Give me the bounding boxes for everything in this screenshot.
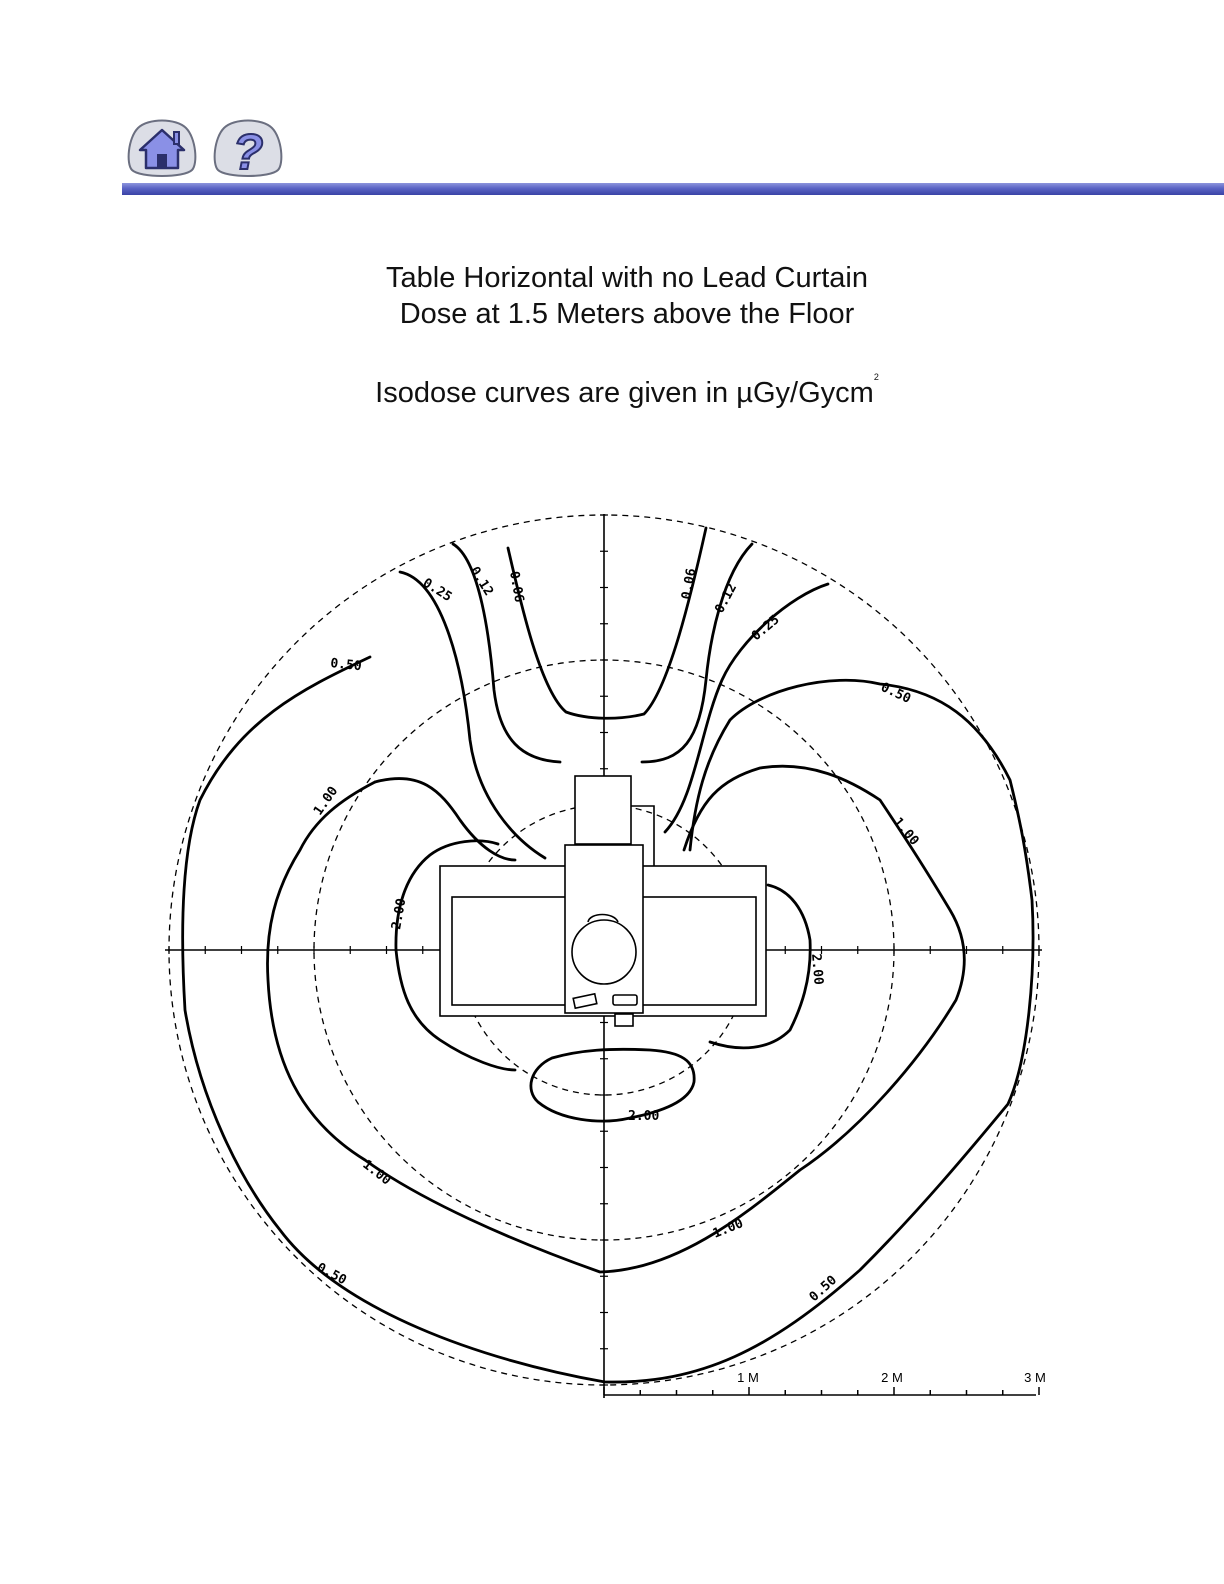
- label-0.50-left: 0.50: [330, 656, 363, 674]
- label-0.50-lower-left: 0.50: [314, 1260, 349, 1288]
- label-1.00-lower-right: 1.00: [711, 1216, 746, 1242]
- scale-label-2m: 2 M: [881, 1370, 903, 1385]
- isodose-0.50-curve: [183, 657, 1033, 1382]
- control-knob-right: [613, 995, 637, 1005]
- scale-label-3m: 3 M: [1024, 1370, 1046, 1385]
- tube-housing: [572, 920, 636, 984]
- label-1.00-right: 1.00: [890, 815, 922, 849]
- isodose-2.00-bottom-curve: [531, 1049, 694, 1121]
- image-intensifier: [575, 776, 631, 844]
- label-0.06-left: 0.06: [506, 570, 526, 604]
- label-1.00-lower-left: 1.00: [360, 1157, 394, 1188]
- scale-label-1m: 1 M: [737, 1370, 759, 1385]
- label-2.00-right: 2.00: [808, 953, 826, 986]
- label-0.06-right: 0.06: [679, 567, 699, 601]
- label-0.12-left: 0.12: [467, 564, 496, 599]
- label-0.25-right: 0.25: [749, 612, 783, 644]
- label-2.00-left: 2.00: [389, 897, 409, 931]
- isodose-0.06-curve: [508, 528, 706, 718]
- label-0.12-right: 0.12: [712, 581, 740, 616]
- foot-pedal: [615, 1014, 633, 1026]
- label-0.50-right: 0.50: [878, 680, 913, 707]
- label-1.00-left: 1.00: [311, 784, 341, 818]
- distance-scale: 1 M 2 M 3 M: [604, 1370, 1046, 1395]
- xray-table-outline: [440, 776, 766, 1026]
- label-0.25-left: 0.25: [420, 576, 455, 605]
- label-2.00-bottom: 2.00: [628, 1109, 659, 1124]
